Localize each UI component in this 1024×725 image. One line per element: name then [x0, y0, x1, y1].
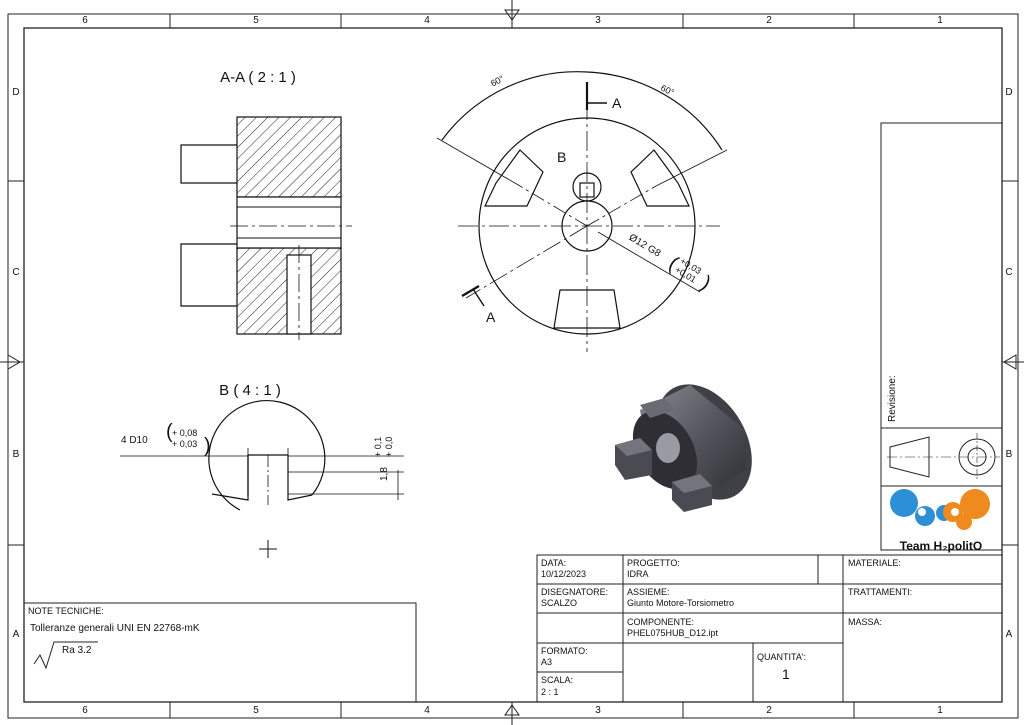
notes-roughness: Ra 3.2	[62, 645, 92, 656]
width-paren-right: )	[204, 435, 211, 457]
logo-text: Team H₂politO	[900, 539, 982, 553]
detail-width-tol-upper: + 0,08	[172, 428, 197, 438]
detail-b-title: B ( 4 : 1 )	[219, 382, 281, 399]
assieme-value: Giunto Motore-Torsiometro	[627, 598, 734, 608]
detail-width-tol-lower: + 0,03	[172, 439, 197, 449]
zone-col-4-bottom: 4	[424, 705, 430, 716]
detail-depth-tol-lower: + 0,0	[384, 437, 394, 457]
zone-row-c-left: C	[12, 267, 19, 278]
massa-label: MASSA:	[848, 617, 882, 627]
scala-label: SCALA:	[541, 675, 573, 685]
notes-block	[24, 602, 417, 702]
data-value: 10/12/2023	[541, 569, 586, 579]
zone-row-b-left: B	[13, 449, 20, 460]
title-block-text: DATA: 10/12/2023 DISEGNATORE: SCALZO FOR…	[541, 558, 912, 697]
revision-label: Revisione:	[887, 375, 898, 422]
section-label-bottom: A	[486, 309, 496, 325]
zone-col-2: 2	[766, 15, 772, 26]
quantita-value: 1	[782, 666, 790, 682]
depth-dimension: 1,8 + 0,1 + 0,0	[373, 437, 394, 481]
zone-row-a-right: A	[1006, 629, 1013, 640]
zone-col-6-bottom: 6	[82, 705, 88, 716]
zone-col-3-bottom: 3	[595, 705, 601, 716]
drawing-frame	[23, 27, 1003, 703]
zone-column-labels-top: 6 5 4 3 2 1	[82, 15, 943, 26]
zone-col-4: 4	[424, 15, 430, 26]
componente-label: COMPONENTE:	[627, 617, 694, 627]
formato-value: A3	[541, 657, 552, 667]
assieme-label: ASSIEME:	[627, 587, 670, 597]
progetto-label: PROGETTO:	[627, 558, 680, 568]
materiale-label: MATERIALE:	[848, 558, 901, 568]
isometric-view	[615, 384, 752, 512]
detail-label-b: B	[557, 149, 566, 165]
zone-row-d-left: D	[12, 87, 19, 98]
componente-value: PHEL075HUB_D12.ipt	[627, 628, 719, 638]
front-view	[436, 71, 728, 352]
scala-value: 2 : 1	[541, 687, 559, 697]
revision-panel	[880, 122, 1003, 551]
bore-dimension: Ø12 G8 +0,03 +0,01 ( )	[627, 232, 715, 294]
formato-label: FORMATO:	[541, 646, 588, 656]
detail-depth-tol-upper: + 0,1	[373, 437, 383, 457]
data-label: DATA:	[541, 558, 566, 568]
width-paren-left: (	[166, 421, 173, 443]
zone-col-2-bottom: 2	[766, 705, 772, 716]
quantita-label: QUANTITA':	[757, 652, 806, 662]
zone-row-d-right: D	[1005, 87, 1012, 98]
angle-dim-left: 60°	[489, 73, 506, 88]
zone-column-labels-bottom: 6 5 4 3 2 1	[82, 705, 943, 716]
zone-row-labels: D C B A D C B A	[12, 87, 1012, 640]
zone-row-b-right: B	[1006, 449, 1013, 460]
zone-col-5: 5	[253, 15, 259, 26]
zone-col-6: 6	[82, 15, 88, 26]
detail-width-dim: 4 D10	[121, 435, 148, 446]
zone-col-3: 3	[595, 15, 601, 26]
detail-depth-dim: 1,8	[379, 467, 390, 481]
zone-col-1-bottom: 1	[937, 705, 943, 716]
notes-header: NOTE TECNICHE:	[28, 606, 104, 616]
disegnatore-value: SCALZO	[541, 598, 577, 608]
outer-border	[7, 13, 1019, 719]
section-aa-title: A-A ( 2 : 1 )	[220, 69, 296, 86]
notes-tolerances: Tolleranze generali UNI EN 22768-mK	[30, 623, 200, 634]
disegnatore-label: DISEGNATORE:	[541, 587, 608, 597]
zone-row-c-right: C	[1005, 267, 1012, 278]
trattamenti-label: TRATTAMENTI:	[848, 587, 912, 597]
detail-b-view	[120, 400, 404, 558]
zone-row-a-left: A	[13, 629, 20, 640]
zone-col-1: 1	[937, 15, 943, 26]
progetto-value: IDRA	[627, 569, 649, 579]
bore-paren-right: )	[697, 272, 714, 294]
zone-ticks	[8, 14, 1018, 718]
team-logo: Team H₂politO	[890, 489, 990, 553]
section-label-top: A	[612, 95, 622, 111]
bore-dim-text: Ø12 G8	[627, 232, 663, 260]
section-aa-view	[180, 116, 352, 340]
title-block-grid	[536, 554, 1003, 703]
zone-col-5-bottom: 5	[253, 705, 259, 716]
angle-dim-right: 60°	[659, 83, 676, 98]
